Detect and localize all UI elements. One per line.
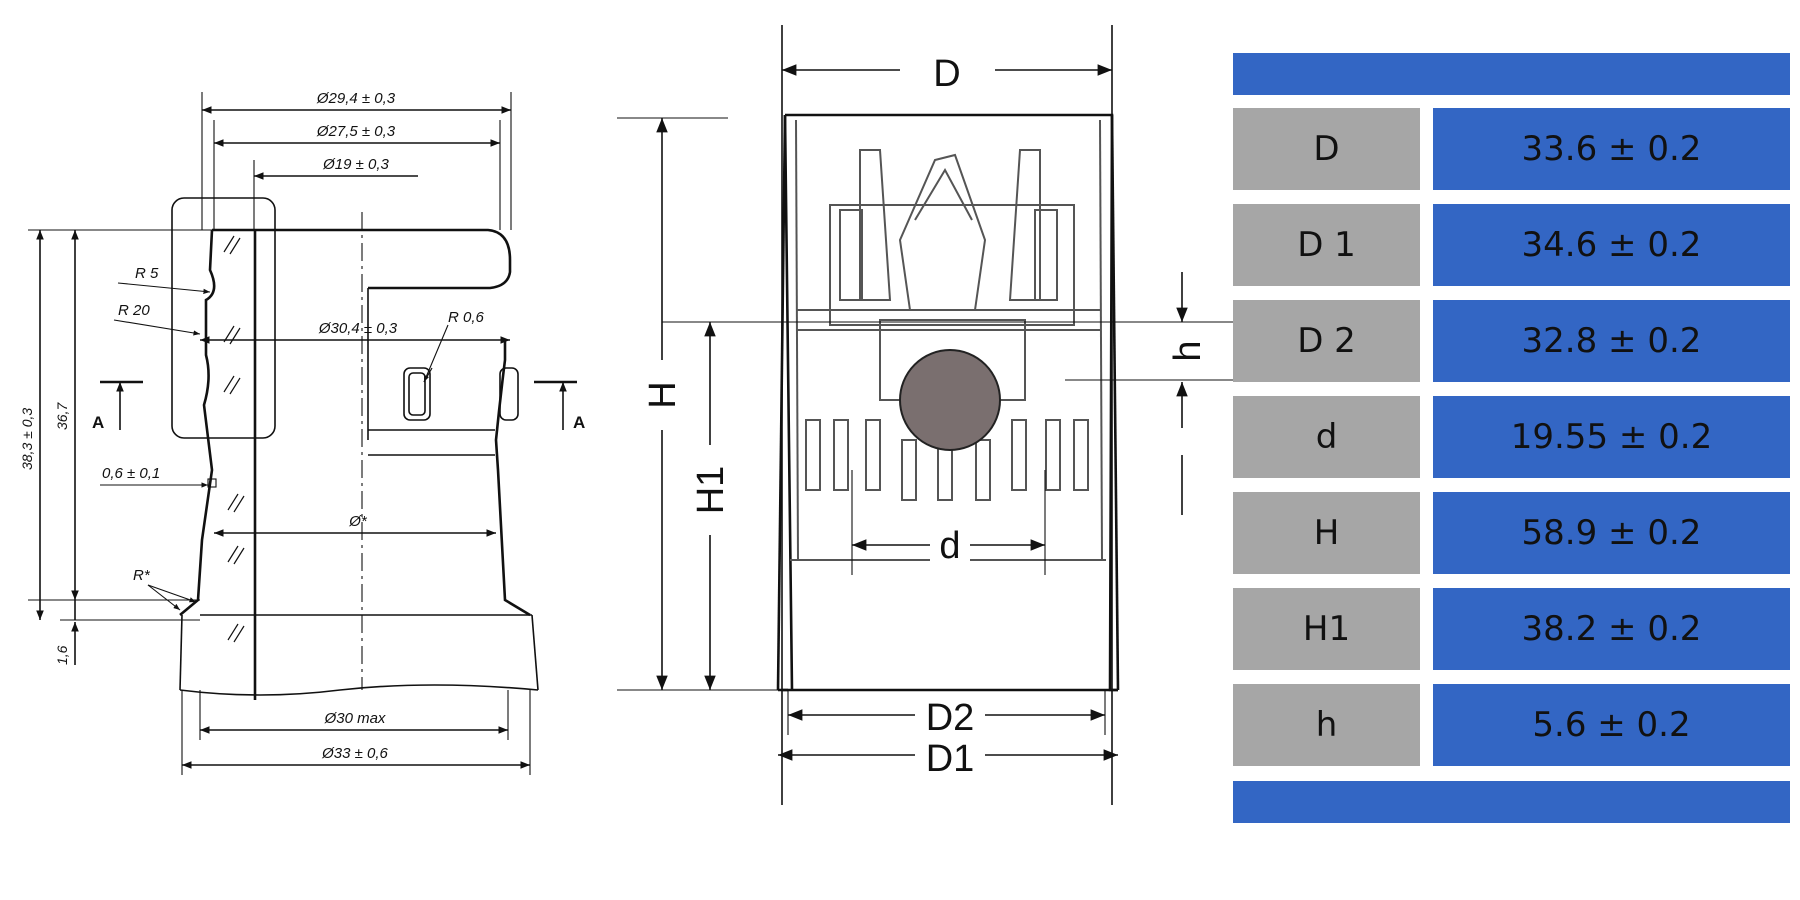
row-value: 58.9 ± 0.2 <box>1433 492 1790 574</box>
section-mark-right: A <box>534 380 585 432</box>
dim-h38-3: 38,3 ± 0,3 <box>19 408 35 470</box>
row-key: d <box>1233 396 1420 478</box>
label-H1: H1 <box>690 466 732 515</box>
dim-d30-4: Ø30,4 ± 0,3 <box>318 320 398 337</box>
dim-d27-5: Ø27,5 ± 0,3 <box>316 123 396 140</box>
row-value: 34.6 ± 0.2 <box>1433 204 1790 286</box>
dim-h36-7: 36,7 <box>54 402 70 430</box>
row-key: H1 <box>1233 588 1420 670</box>
dim-r5: R 5 <box>135 265 159 282</box>
table-row: D 33.6 ± 0.2 <box>1233 108 1790 190</box>
dim-d29-4: Ø29,4 ± 0,3 <box>316 90 396 107</box>
label-D2: D2 <box>926 697 975 739</box>
row-key: h <box>1233 684 1420 766</box>
section-a-left: A <box>92 413 104 432</box>
left-section-drawing: Ø29,4 ± 0,3 Ø27,5 ± 0,3 Ø19 ± 0,3 <box>19 90 585 775</box>
center-relay-drawing: D H H1 h d D2 D1 <box>617 25 1235 805</box>
dim-dstar: Ø* <box>348 513 368 530</box>
row-value: 33.6 ± 0.2 <box>1433 108 1790 190</box>
table-top-bar <box>1233 53 1790 95</box>
table-row: D 1 34.6 ± 0.2 <box>1233 204 1790 286</box>
row-key: H <box>1233 492 1420 574</box>
table-row: D 2 32.8 ± 0.2 <box>1233 300 1790 382</box>
section-mark-left: A <box>92 380 143 432</box>
table-row: H 58.9 ± 0.2 <box>1233 492 1790 574</box>
row-value: 5.6 ± 0.2 <box>1433 684 1790 766</box>
dim-r20: R 20 <box>118 302 150 319</box>
dim-t0-6: 0,6 ± 0,1 <box>102 465 160 482</box>
dim-h1-6: 1,6 <box>54 645 70 665</box>
dim-d33: Ø33 ± 0,6 <box>321 745 388 762</box>
row-key: D <box>1233 108 1420 190</box>
coil-circle <box>899 349 1001 451</box>
section-a-right: A <box>573 413 585 432</box>
table-row: H1 38.2 ± 0.2 <box>1233 588 1790 670</box>
label-D1: D1 <box>926 738 975 780</box>
table-bottom-bar <box>1233 781 1790 823</box>
label-d: d <box>939 525 960 567</box>
dim-rstar: R* <box>133 567 151 584</box>
row-key: D 1 <box>1233 204 1420 286</box>
label-H: H <box>642 381 684 408</box>
relay-mechanism <box>796 149 1100 501</box>
row-value: 19.55 ± 0.2 <box>1433 396 1790 478</box>
dim-d19: Ø19 ± 0,3 <box>322 156 389 173</box>
dim-d30max: Ø30 max <box>324 710 386 727</box>
row-value: 32.8 ± 0.2 <box>1433 300 1790 382</box>
label-D: D <box>933 53 960 95</box>
hatch-marks <box>223 235 433 643</box>
spec-table: D 33.6 ± 0.2 D 1 34.6 ± 0.2 D 2 32.8 ± 0… <box>1233 53 1790 823</box>
dim-r0-6: R 0,6 <box>448 309 485 326</box>
label-h: h <box>1167 340 1209 361</box>
row-key: D 2 <box>1233 300 1420 382</box>
table-row: d 19.55 ± 0.2 <box>1233 396 1790 478</box>
row-value: 38.2 ± 0.2 <box>1433 588 1790 670</box>
table-row: h 5.6 ± 0.2 <box>1233 684 1790 766</box>
